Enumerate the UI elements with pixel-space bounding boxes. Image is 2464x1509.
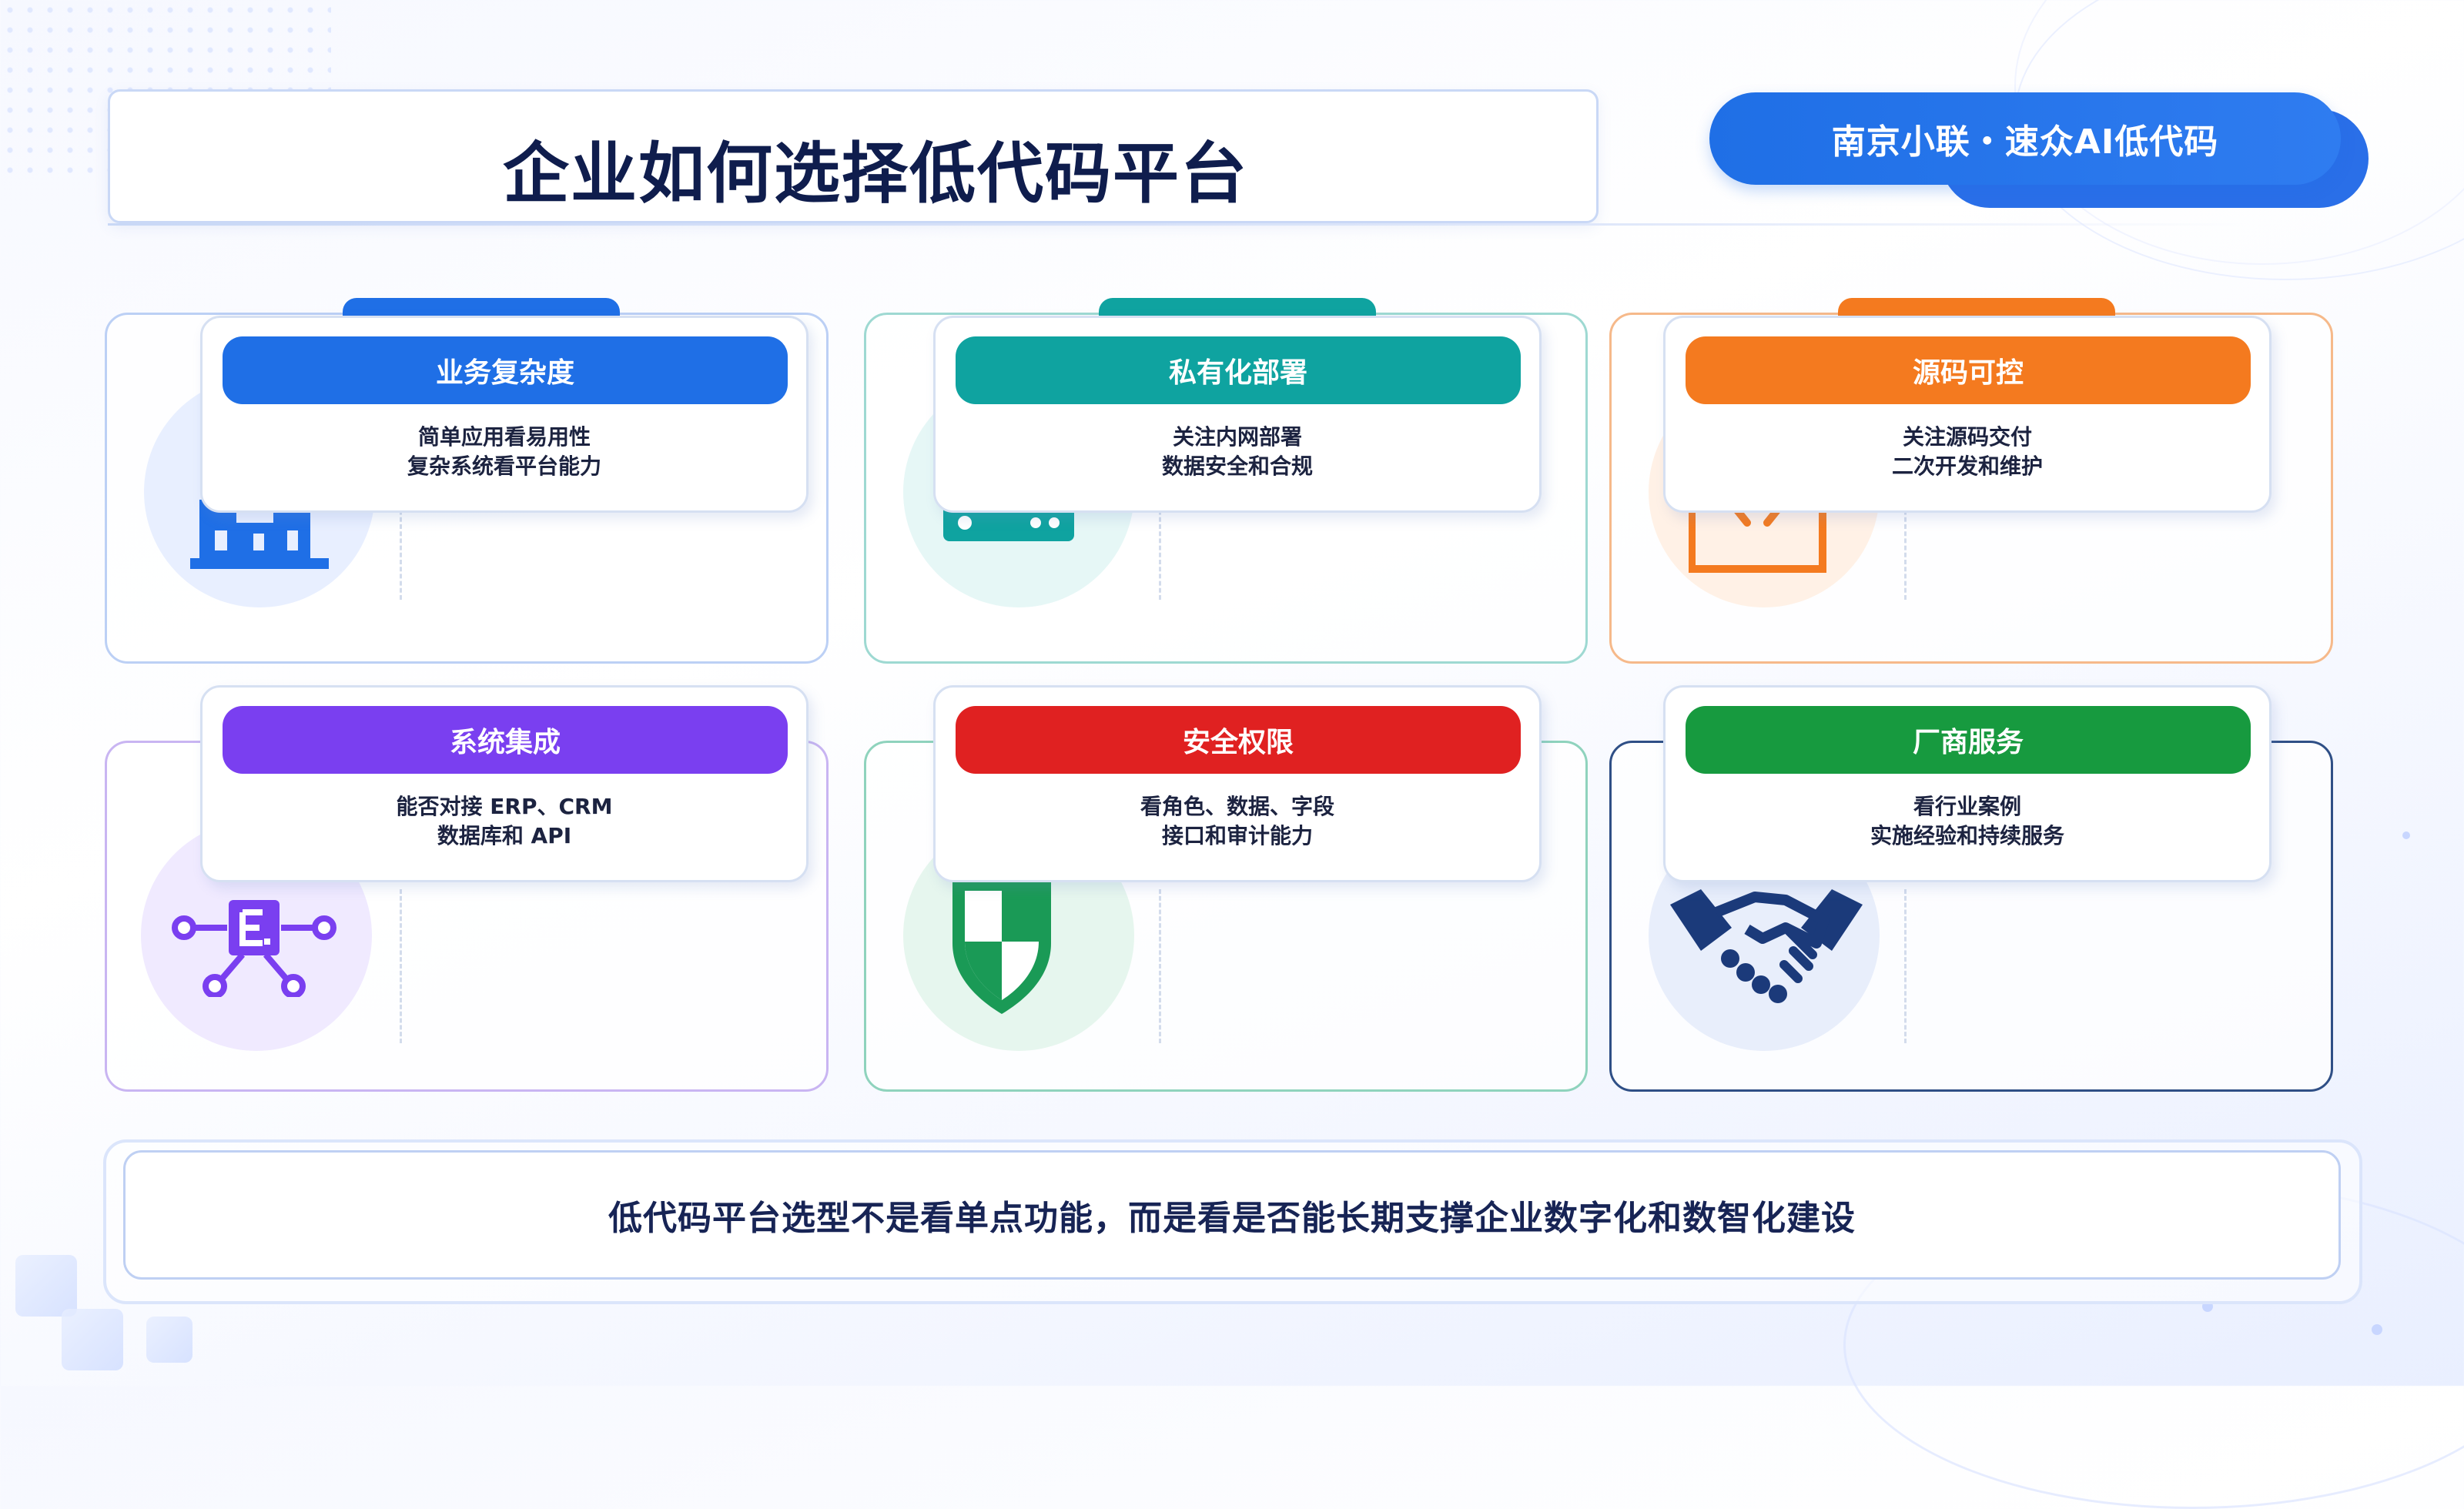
footer-text: 低代码平台选型不是看单点功能，而是看是否能长期支撑企业数字化和数智化建设 <box>608 1199 1856 1238</box>
dashed-divider <box>1159 889 1161 1043</box>
card-title: 源码可控 <box>1686 336 2251 404</box>
info-box-system-integration: 系统集成 能否对接 ERP、CRM 数据库和 API <box>200 685 808 882</box>
card-title: 私有化部署 <box>956 336 1521 404</box>
card-line: 数据库和 API <box>437 823 572 848</box>
handshake-icon <box>1670 889 1863 1003</box>
footer-summary: 低代码平台选型不是看单点功能，而是看是否能长期支撑企业数字化和数智化建设 <box>123 1150 2341 1280</box>
card-line: 接口和审计能力 <box>1161 823 1313 848</box>
dashed-divider <box>400 889 402 1043</box>
background-dot <box>2372 1324 2382 1335</box>
card-line: 复杂系统看平台能力 <box>407 453 601 479</box>
card-line: 二次开发和维护 <box>1891 453 2043 479</box>
info-box-private-deployment: 私有化部署 关注内网部署 数据安全和合规 <box>933 316 1542 513</box>
dashed-divider <box>400 453 402 600</box>
card-line: 看行业案例 <box>1913 794 2021 819</box>
page-title: 企业如何选择低代码平台 <box>503 136 1248 212</box>
header-divider <box>108 223 2248 226</box>
dashed-divider <box>1904 889 1907 1043</box>
card-line: 关注内网部署 <box>1172 424 1302 450</box>
integration-icon <box>172 900 336 997</box>
background-cubes <box>8 1232 208 1370</box>
card-line: 数据安全和合规 <box>1161 453 1313 479</box>
info-box-source-control: 源码可控 关注源码交付 二次开发和维护 <box>1663 316 2272 513</box>
title-box: 企业如何选择低代码平台 <box>108 89 1599 223</box>
card-line: 看角色、数据、字段 <box>1140 794 1334 819</box>
brand-badge: 南京小联・速众AI低代码 <box>1709 92 2341 185</box>
info-box-business-complexity: 业务复杂度 简单应用看易用性 复杂系统看平台能力 <box>200 316 808 513</box>
card-title: 业务复杂度 <box>223 336 788 404</box>
card-title: 系统集成 <box>223 706 788 774</box>
card-title: 厂商服务 <box>1686 706 2251 774</box>
card-line: 简单应用看易用性 <box>417 424 591 450</box>
card-line: 能否对接 ERP、CRM <box>396 794 613 819</box>
server-icon <box>943 504 1074 541</box>
card-line: 关注源码交付 <box>1902 424 2032 450</box>
info-box-vendor-service: 厂商服务 看行业案例 实施经验和持续服务 <box>1663 685 2272 882</box>
dashed-divider <box>1904 453 1907 600</box>
background-dot <box>2402 831 2410 839</box>
card-title: 安全权限 <box>956 706 1521 774</box>
brand-label: 南京小联・速众AI低代码 <box>1831 122 2219 162</box>
dashed-divider <box>1159 453 1161 600</box>
card-line: 实施经验和持续服务 <box>1870 823 2064 848</box>
shield-icon <box>952 882 1051 1014</box>
info-box-security-permissions: 安全权限 看角色、数据、字段 接口和审计能力 <box>933 685 1542 882</box>
